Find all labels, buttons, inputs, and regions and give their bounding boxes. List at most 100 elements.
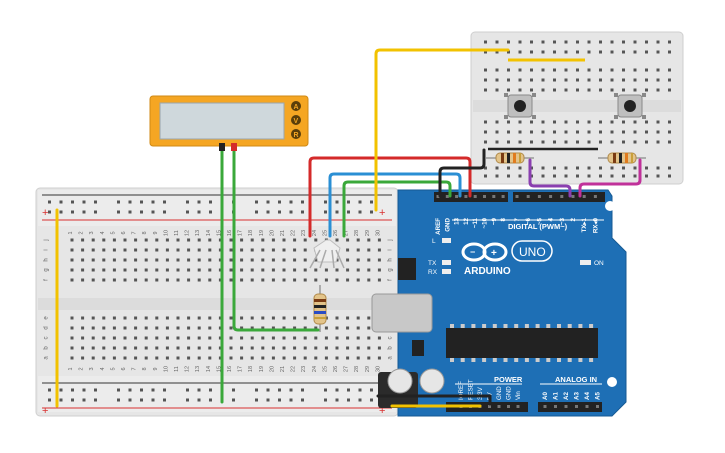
header-pin[interactable] [473, 195, 477, 198]
rail-hole[interactable] [266, 388, 270, 392]
rail-hole[interactable] [48, 200, 51, 204]
mini-hole[interactable] [587, 50, 591, 54]
breadboard-hole[interactable] [240, 258, 244, 262]
breadboard-hole[interactable] [91, 326, 95, 330]
breadboard-hole[interactable] [91, 278, 95, 282]
mini-hole[interactable] [495, 68, 499, 72]
mini-hole[interactable] [564, 50, 568, 54]
breadboard-hole[interactable] [346, 326, 350, 330]
mini-hole[interactable] [633, 78, 637, 82]
breadboard-hole[interactable] [303, 356, 307, 360]
header-pin[interactable] [515, 195, 519, 198]
rail-hole[interactable] [301, 210, 304, 214]
breadboard-hole[interactable] [240, 316, 244, 320]
wire-blue[interactable] [328, 172, 462, 238]
mini-hole[interactable] [587, 174, 591, 178]
header-pin[interactable] [593, 195, 597, 198]
breadboard-hole[interactable] [356, 248, 360, 252]
breadboard-hole[interactable] [303, 316, 307, 320]
header-pin[interactable] [582, 195, 586, 198]
breadboard-hole[interactable] [303, 238, 307, 242]
breadboard-hole[interactable] [134, 356, 138, 360]
rail-hole[interactable] [266, 398, 270, 402]
rail-hole[interactable] [289, 398, 293, 402]
mini-hole[interactable] [518, 78, 522, 82]
mini-hole[interactable] [645, 40, 648, 44]
rail-hole[interactable] [197, 200, 201, 204]
mini-hole[interactable] [541, 174, 545, 178]
rail-hole[interactable] [94, 210, 97, 214]
mini-hole[interactable] [622, 40, 625, 44]
rail-hole[interactable] [278, 210, 281, 214]
breadboard-hole[interactable] [218, 346, 222, 350]
mini-hole[interactable] [484, 40, 487, 44]
wire-black[interactable] [438, 148, 486, 198]
breadboard-hole[interactable] [271, 258, 275, 262]
mini-hole[interactable] [668, 130, 671, 134]
breadboard-hole[interactable] [271, 326, 275, 330]
breadboard-hole[interactable] [70, 316, 74, 320]
mini-hole[interactable] [656, 78, 660, 82]
mini-hole[interactable] [656, 130, 660, 134]
mini-hole[interactable] [622, 130, 625, 134]
breadboard-hole[interactable] [187, 268, 191, 272]
breadboard-hole[interactable] [197, 326, 201, 330]
breadboard-hole[interactable] [367, 346, 371, 350]
mini-hole[interactable] [518, 120, 522, 124]
breadboard-hole[interactable] [303, 248, 307, 252]
breadboard-hole[interactable] [229, 356, 233, 360]
breadboard-hole[interactable] [218, 258, 222, 262]
breadboard-hole[interactable] [176, 316, 180, 320]
breadboard-hole[interactable] [144, 316, 148, 320]
mini-hole[interactable] [668, 120, 671, 124]
mini-hole[interactable] [656, 166, 660, 170]
breadboard-hole[interactable] [144, 336, 148, 340]
breadboard-hole[interactable] [70, 248, 74, 252]
mini-hole[interactable] [530, 40, 533, 44]
mini-hole[interactable] [656, 174, 660, 178]
mini-hole[interactable] [610, 166, 614, 170]
mini-hole[interactable] [610, 140, 614, 144]
mini-hole[interactable] [484, 120, 487, 124]
breadboard-hole[interactable] [261, 316, 265, 320]
mini-hole[interactable] [668, 68, 671, 72]
rail-hole[interactable] [140, 398, 143, 402]
breadboard-hole[interactable] [112, 258, 116, 262]
mini-hole[interactable] [576, 174, 579, 178]
breadboard-hole[interactable] [112, 268, 116, 272]
rail-hole[interactable] [163, 200, 166, 204]
rail-hole[interactable] [255, 210, 258, 214]
breadboard-hole[interactable] [271, 346, 275, 350]
mini-hole[interactable] [587, 140, 591, 144]
mini-hole[interactable] [668, 140, 671, 144]
mini-hole[interactable] [495, 50, 499, 54]
breadboard-hole[interactable] [377, 248, 381, 252]
mini-breadboard-holes[interactable] [484, 40, 671, 178]
breadboard-hole[interactable] [197, 238, 201, 242]
breadboard-hole[interactable] [335, 238, 339, 242]
breadboard-hole[interactable] [229, 316, 233, 320]
mini-hole[interactable] [530, 78, 533, 82]
breadboard-hole[interactable] [356, 238, 360, 242]
breadboard-hole[interactable] [70, 258, 74, 262]
mini-hole[interactable] [564, 78, 568, 82]
breadboard-hole[interactable] [208, 336, 212, 340]
rail-hole[interactable] [94, 388, 97, 392]
rail-hole[interactable] [59, 398, 63, 402]
breadboard-hole[interactable] [271, 336, 275, 340]
breadboard-hole[interactable] [208, 248, 212, 252]
breadboard-hole[interactable] [250, 278, 254, 282]
mini-hole[interactable] [622, 78, 625, 82]
mini-hole[interactable] [553, 130, 556, 134]
mini-hole[interactable] [484, 78, 487, 82]
breadboard-hole[interactable] [155, 356, 159, 360]
mini-hole[interactable] [564, 88, 568, 92]
breadboard-hole[interactable] [81, 326, 85, 330]
breadboard-hole[interactable] [229, 336, 233, 340]
breadboard-hole[interactable] [293, 336, 297, 340]
breadboard-hole[interactable] [335, 346, 339, 350]
mini-hole[interactable] [553, 120, 556, 124]
breadboard-hole[interactable] [271, 238, 275, 242]
breadboard-hole[interactable] [123, 268, 127, 272]
rail-hole[interactable] [358, 200, 362, 204]
